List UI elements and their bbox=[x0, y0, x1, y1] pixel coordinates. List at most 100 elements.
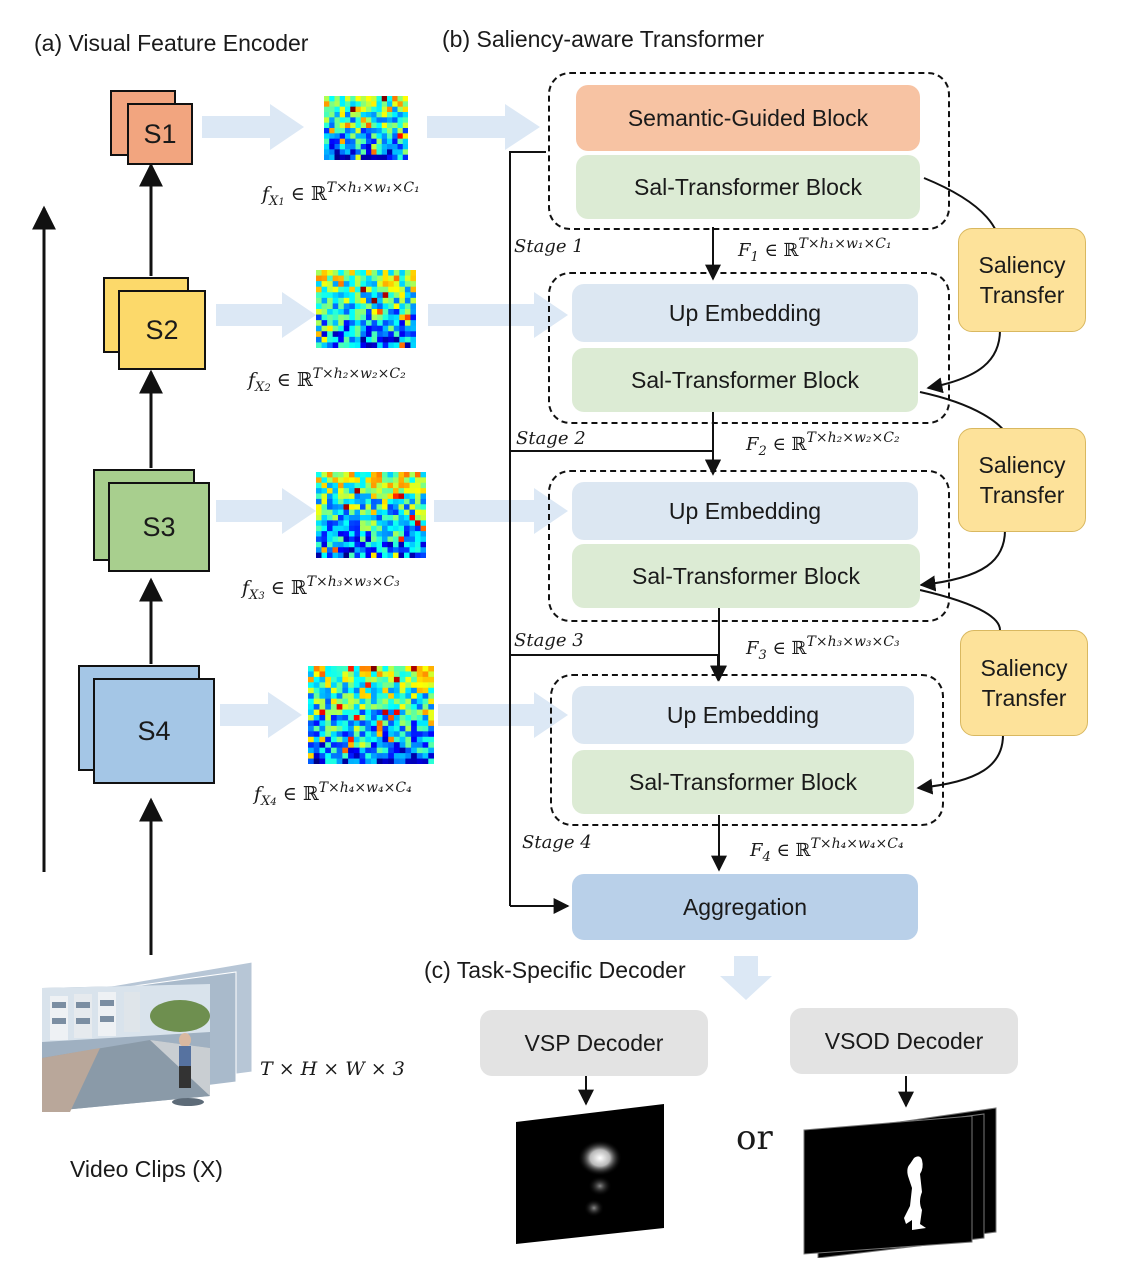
heatmap-cell bbox=[376, 731, 383, 738]
heatmap-cell bbox=[313, 704, 320, 711]
heatmap-cell bbox=[349, 477, 355, 484]
heatmap-cell bbox=[388, 720, 395, 727]
heatmap-cell bbox=[360, 536, 366, 543]
heatmap-cell bbox=[422, 693, 429, 700]
heatmap-cell bbox=[388, 336, 395, 343]
heatmap-cell bbox=[405, 725, 412, 732]
heatmap-cell bbox=[332, 525, 339, 532]
heatmap-cell bbox=[349, 509, 355, 516]
heatmap-cell bbox=[397, 106, 404, 113]
heatmap-cell bbox=[377, 292, 384, 299]
video-clip-frames bbox=[42, 962, 252, 1112]
heatmap-cell bbox=[324, 133, 330, 140]
heatmap-cell bbox=[360, 101, 367, 108]
output-symbol-3: F bbox=[746, 638, 759, 659]
heatmap-cell bbox=[354, 320, 361, 327]
heatmap-cell bbox=[376, 472, 383, 478]
heatmap-cell bbox=[350, 101, 356, 108]
stage-s3-label: S3 bbox=[142, 511, 176, 542]
heatmap-cell bbox=[365, 753, 372, 760]
heatmap-cell bbox=[371, 336, 378, 343]
heatmap-cell bbox=[409, 482, 416, 489]
heatmap-cell bbox=[387, 498, 394, 505]
heatmap-cell bbox=[371, 133, 377, 140]
heatmap-cell bbox=[327, 498, 333, 505]
heatmap-cell bbox=[338, 498, 344, 505]
heatmap-cell bbox=[387, 144, 393, 150]
heatmap-cell bbox=[405, 731, 412, 738]
heatmap-cell bbox=[377, 342, 384, 348]
heatmap-cell bbox=[371, 154, 377, 160]
heatmap-cell bbox=[348, 731, 355, 738]
heatmap-cell bbox=[381, 101, 388, 108]
heatmap-cell bbox=[376, 753, 383, 760]
heatmap-cell bbox=[342, 687, 349, 694]
heatmap-cell bbox=[308, 682, 315, 689]
heatmap-cell bbox=[387, 477, 394, 484]
heatmap-cell bbox=[392, 144, 398, 150]
heatmap-cell bbox=[428, 698, 434, 705]
heatmap-cell bbox=[325, 736, 332, 743]
heatmap-cell bbox=[332, 552, 339, 558]
heatmap-cell bbox=[334, 154, 341, 160]
heatmap-cell bbox=[387, 525, 394, 532]
heatmap-cell bbox=[338, 520, 344, 527]
heatmap-cell bbox=[376, 509, 383, 516]
heatmap-cell bbox=[393, 342, 400, 348]
heatmap-cell bbox=[353, 747, 361, 754]
heatmap-cell bbox=[376, 504, 383, 511]
heatmap-cell bbox=[428, 753, 434, 760]
heatmap-cell bbox=[349, 515, 355, 521]
stage-s1-label: S1 bbox=[143, 118, 177, 149]
heatmap-cell bbox=[411, 753, 418, 760]
heatmap-cell bbox=[422, 753, 429, 760]
heatmap-cell bbox=[359, 676, 366, 683]
heatmap-cell bbox=[366, 154, 372, 160]
heatmap-cell bbox=[359, 709, 366, 716]
heatmap-cell bbox=[345, 112, 351, 118]
heatmap-cell bbox=[398, 482, 405, 489]
heatmap-cell bbox=[343, 547, 350, 554]
heatmap-cell bbox=[338, 303, 345, 310]
heatmap-cell bbox=[404, 552, 410, 558]
heatmap-cell bbox=[382, 682, 389, 689]
heatmap-cell bbox=[345, 138, 351, 145]
heatmap-cell bbox=[349, 286, 356, 293]
heatmap-cell bbox=[336, 709, 343, 716]
heatmap-cell bbox=[359, 687, 366, 694]
heatmap-cell bbox=[416, 725, 424, 732]
heatmap-cell bbox=[404, 493, 410, 500]
heatmap-cell bbox=[325, 704, 332, 711]
heatmap-cell bbox=[382, 320, 389, 327]
heatmap-cell bbox=[325, 666, 332, 672]
feature-symbol-4: f bbox=[254, 783, 262, 805]
heatmap-cell bbox=[404, 309, 411, 316]
stage4-container bbox=[550, 674, 944, 826]
heatmap-cell bbox=[365, 682, 372, 689]
heatmap-cell bbox=[366, 331, 373, 338]
heatmap-cell bbox=[399, 704, 406, 711]
heatmap-cell bbox=[382, 504, 388, 511]
heatmap-cell bbox=[382, 342, 389, 348]
heatmap-cell bbox=[354, 498, 361, 505]
heatmap-cell bbox=[388, 275, 395, 282]
aggregation-block: Aggregation bbox=[572, 874, 918, 940]
heatmap-cell bbox=[382, 314, 389, 321]
or-separator: or bbox=[736, 1118, 773, 1158]
heatmap-cell bbox=[377, 281, 384, 288]
heatmap-cell bbox=[353, 720, 361, 727]
heatmap-cell bbox=[382, 297, 389, 304]
heatmap-cell bbox=[393, 671, 401, 678]
heatmap-cell bbox=[388, 320, 395, 327]
heatmap-cell bbox=[422, 731, 429, 738]
heatmap-cell bbox=[409, 531, 416, 538]
heatmap-cell bbox=[382, 547, 388, 554]
heatmap-cell bbox=[355, 101, 362, 108]
output-formula-2: F2 ∈ ℝT×h₂×w₂×C₂ bbox=[746, 430, 900, 459]
heatmap-cell bbox=[321, 509, 328, 516]
heatmap-cell bbox=[348, 687, 355, 694]
heatmap-cell bbox=[392, 122, 398, 129]
saliency-transfer-1: Saliency Transfer bbox=[958, 228, 1086, 332]
heatmap-cell bbox=[327, 336, 334, 343]
heatmap-cell bbox=[360, 541, 366, 548]
